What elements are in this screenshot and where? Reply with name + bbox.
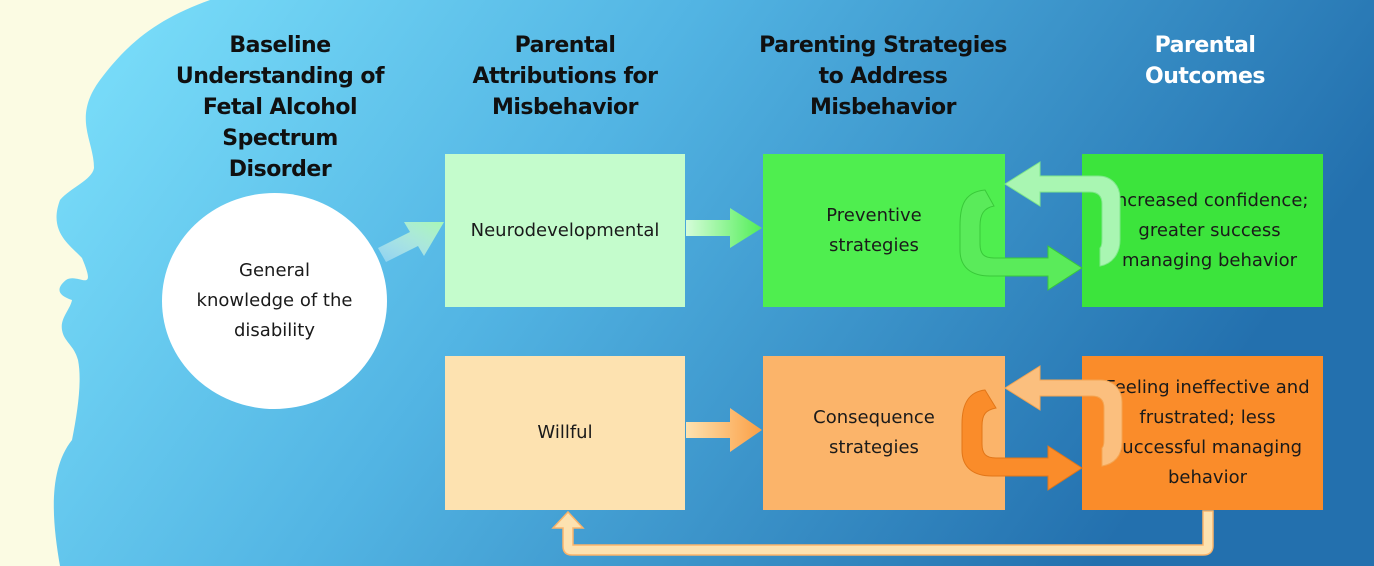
header-strategies: Parenting Strategies to Address Misbehav… — [759, 33, 1007, 120]
attribution-neurodevelopmental-label: Neurodevelopmental — [470, 219, 660, 241]
attribution-neurodevelopmental-box: Neurodevelopmental — [445, 154, 685, 307]
outcome-positive-label: Increased confidence; greater success ma… — [1110, 189, 1309, 271]
attribution-willful-label: Willful — [537, 422, 593, 443]
attribution-willful-box: Willful — [445, 356, 685, 510]
strategy-consequence-label: Consequence strategies — [813, 407, 935, 458]
circle-text: General knowledge of the disability — [196, 260, 353, 341]
header-baseline: Baseline Understanding of Fetal Alcohol … — [175, 33, 385, 182]
header-outcomes: Parental Outcomes — [1145, 33, 1265, 89]
strategy-preventive-box: Preventive strategies — [763, 154, 1005, 307]
outcome-positive-box: Increased confidence; greater success ma… — [1082, 154, 1323, 307]
outcome-negative-label: Feeling ineffective and frustrated; less… — [1105, 377, 1310, 488]
strategy-preventive-label: Preventive strategies — [826, 204, 922, 256]
baseline-circle: General knowledge of the disability — [162, 193, 387, 409]
outcome-negative-box: Feeling ineffective and frustrated; less… — [1082, 356, 1323, 510]
strategy-consequence-box: Consequence strategies — [763, 356, 1005, 510]
header-attributions: Parental Attributions for Misbehavior — [472, 33, 658, 120]
